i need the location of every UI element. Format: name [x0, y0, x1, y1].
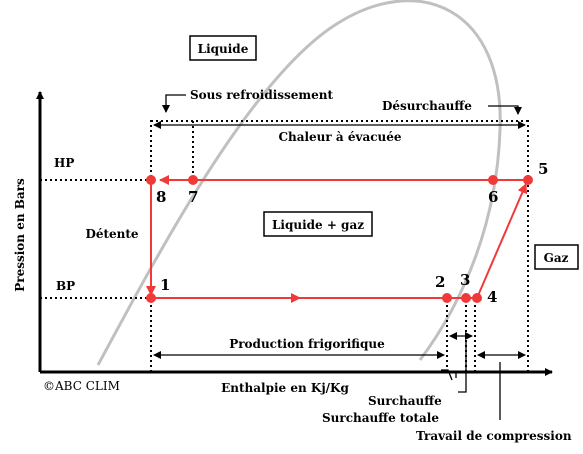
sous-refroidissement-label: Sous refroidissement — [190, 88, 333, 102]
point-5-label: 5 — [538, 160, 548, 178]
dimension-arrows — [153, 94, 526, 420]
point-6 — [488, 175, 498, 185]
point-8-label: 8 — [156, 188, 166, 206]
gaz-label: Gaz — [544, 251, 569, 265]
point-8 — [146, 175, 156, 185]
bp-label: BP — [56, 279, 75, 293]
point-7 — [188, 175, 198, 185]
chaleur-label: Chaleur à évacuée — [278, 130, 401, 144]
production-label: Production frigorifique — [229, 337, 385, 351]
point-2 — [442, 293, 452, 303]
point-2-label: 2 — [435, 273, 445, 291]
point-6-label: 6 — [488, 188, 498, 206]
liquide-label: Liquide — [198, 42, 249, 56]
travail-label: Travail de compression — [416, 429, 572, 443]
liquide-gaz-label: Liquide + gaz — [272, 218, 364, 232]
liquide-box — [189, 35, 257, 61]
surchauffe-label: Surchauffe — [368, 394, 442, 408]
point-3 — [461, 293, 471, 303]
detente-label: Détente — [85, 227, 138, 241]
point-1 — [146, 293, 156, 303]
point-1-label: 1 — [160, 276, 170, 294]
y-axis-label: Pression en Bars — [13, 178, 27, 292]
point-4-label: 4 — [487, 288, 497, 306]
hp-label: HP — [54, 156, 74, 170]
copyright: ©ABC CLIM — [43, 379, 120, 393]
cycle-points — [146, 175, 533, 303]
x-axis-label: Enthalpie en Kj/Kg — [221, 381, 349, 395]
liquide-gaz-box — [263, 211, 373, 237]
point-4 — [472, 293, 482, 303]
refrigeration-cycle — [146, 175, 528, 303]
surchauffe-totale-label: Surchauffe totale — [322, 411, 439, 425]
saturation-curve — [96, 0, 502, 366]
point-3-label: 3 — [460, 271, 470, 289]
point-5 — [523, 175, 533, 185]
gaz-box — [534, 244, 579, 270]
point-7-label: 7 — [188, 188, 198, 206]
desurchauffe-label: Désurchauffe — [382, 99, 472, 113]
